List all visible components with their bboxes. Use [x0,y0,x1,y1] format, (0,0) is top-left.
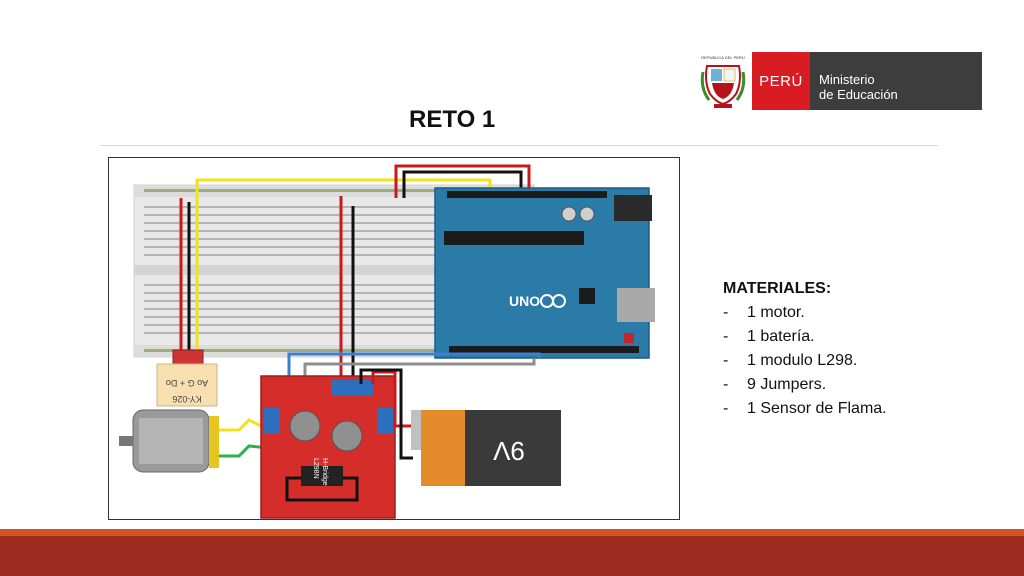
arduino-label: UNO [509,293,540,309]
wire-motor-yellow [219,418,270,432]
materials-heading: MATERIALES: [723,280,832,297]
materials-list: MATERIALES: 1 motor. 1 batería. 1 modulo… [723,277,887,421]
sensor-label-1: Ao G + Do [166,378,208,388]
coat-of-arms-icon: REPUBLICA DEL PERU [700,55,746,108]
arduino-board: UNO [434,187,655,359]
battery-label: 9V [492,436,524,466]
wire-red-top [394,164,531,198]
material-item: 1 Sensor de Flama. [723,397,887,421]
ministry-name: Ministerio de Educación [810,52,982,110]
wire-battery-black [359,368,413,460]
dc-motor [119,409,219,473]
wire-motor-green [219,444,270,458]
l298n-driver: L298N H-Bridge [260,375,396,519]
slide-title: RETO 1 [409,106,496,133]
country-badge: PERÚ [752,52,810,110]
footer-accent-stripe [0,529,1024,536]
driver-sublabel: H-Bridge [321,458,328,486]
material-item: 1 batería. [723,325,887,349]
title-divider [100,145,938,146]
flame-sensor: Ao G + Do KY-026 [156,349,218,407]
footer-bar [0,536,1024,576]
wire-gray [303,358,536,384]
wire-blue [287,352,541,384]
materials-items: 1 motor. 1 batería. 1 modulo L298. 9 Jum… [723,301,887,421]
ministry-logo: REPUBLICA DEL PERU PERÚ Ministerio de Ed… [700,52,982,110]
battery-9v: 9V [411,410,561,486]
material-item: 1 modulo L298. [723,349,887,373]
svg-text:REPUBLICA DEL PERU: REPUBLICA DEL PERU [701,55,745,60]
circuit-diagram: UNO Ao G + Do KY-026 L298N H-Bridge [108,157,680,520]
material-item: 1 motor. [723,301,887,325]
ministry-line-2: de Educación [819,87,898,102]
sensor-label-2: KY-026 [172,394,201,404]
material-item: 9 Jumpers. [723,373,887,397]
driver-label: L298N [312,458,319,479]
wire-black-top [402,170,523,198]
ministry-line-1: Ministerio [819,72,875,87]
